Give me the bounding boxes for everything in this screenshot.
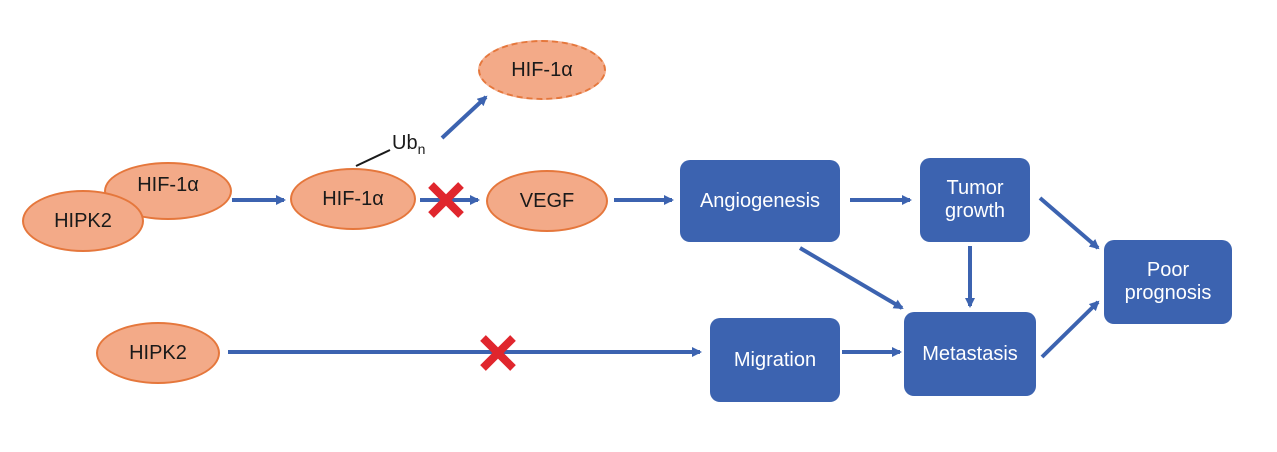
- node-poor-prognosis-line2: prognosis: [1124, 282, 1212, 304]
- arrow-metastasis-to-prognosis: [1040, 300, 1100, 359]
- node-hif-center-label: HIF-1α: [322, 187, 384, 210]
- arrow-tumor-growth-to-prognosis: [1038, 196, 1100, 250]
- node-poor-prognosis-line1: Poor: [1146, 259, 1190, 281]
- ubiquitin-base: Ub: [392, 132, 418, 154]
- node-hif-complex-label: HIF-1α: [137, 173, 199, 196]
- node-poor-prognosis: Poor prognosis: [1104, 240, 1232, 324]
- ubiquitin-link-line: [355, 149, 391, 167]
- node-hipk2-bottom: HIPK2: [96, 322, 220, 384]
- node-metastasis-label: Metastasis: [922, 342, 1018, 365]
- arrow-hif-to-degraded: [440, 95, 488, 140]
- node-hif-degraded-label: HIF-1α: [511, 58, 573, 81]
- node-tumor-growth: Tumor growth: [920, 158, 1030, 242]
- node-vegf-label: VEGF: [519, 189, 575, 212]
- block-x-icon-lower: [480, 335, 516, 371]
- block-x-icon: [428, 182, 464, 218]
- node-angiogenesis: Angiogenesis: [680, 160, 840, 242]
- node-angiogenesis-label: Angiogenesis: [699, 189, 821, 212]
- node-metastasis: Metastasis: [904, 312, 1036, 396]
- node-hipk2-top-label: HIPK2: [54, 209, 112, 232]
- node-tumor-growth-line1: Tumor: [946, 177, 1004, 199]
- node-migration-label: Migration: [733, 348, 817, 371]
- node-hipk2-top: HIPK2: [22, 190, 144, 252]
- node-hif-degraded: HIF-1α: [478, 40, 606, 100]
- arrow-angiogenesis-to-metastasis: [798, 246, 904, 310]
- node-migration: Migration: [710, 318, 840, 402]
- node-vegf: VEGF: [486, 170, 608, 232]
- node-tumor-growth-line2: growth: [944, 200, 1006, 222]
- node-hipk2-bottom-label: HIPK2: [129, 341, 187, 364]
- ubiquitin-subscript: n: [417, 141, 426, 157]
- ubiquitin-label: Ubn: [392, 132, 425, 157]
- node-hif-center: HIF-1α: [290, 168, 416, 230]
